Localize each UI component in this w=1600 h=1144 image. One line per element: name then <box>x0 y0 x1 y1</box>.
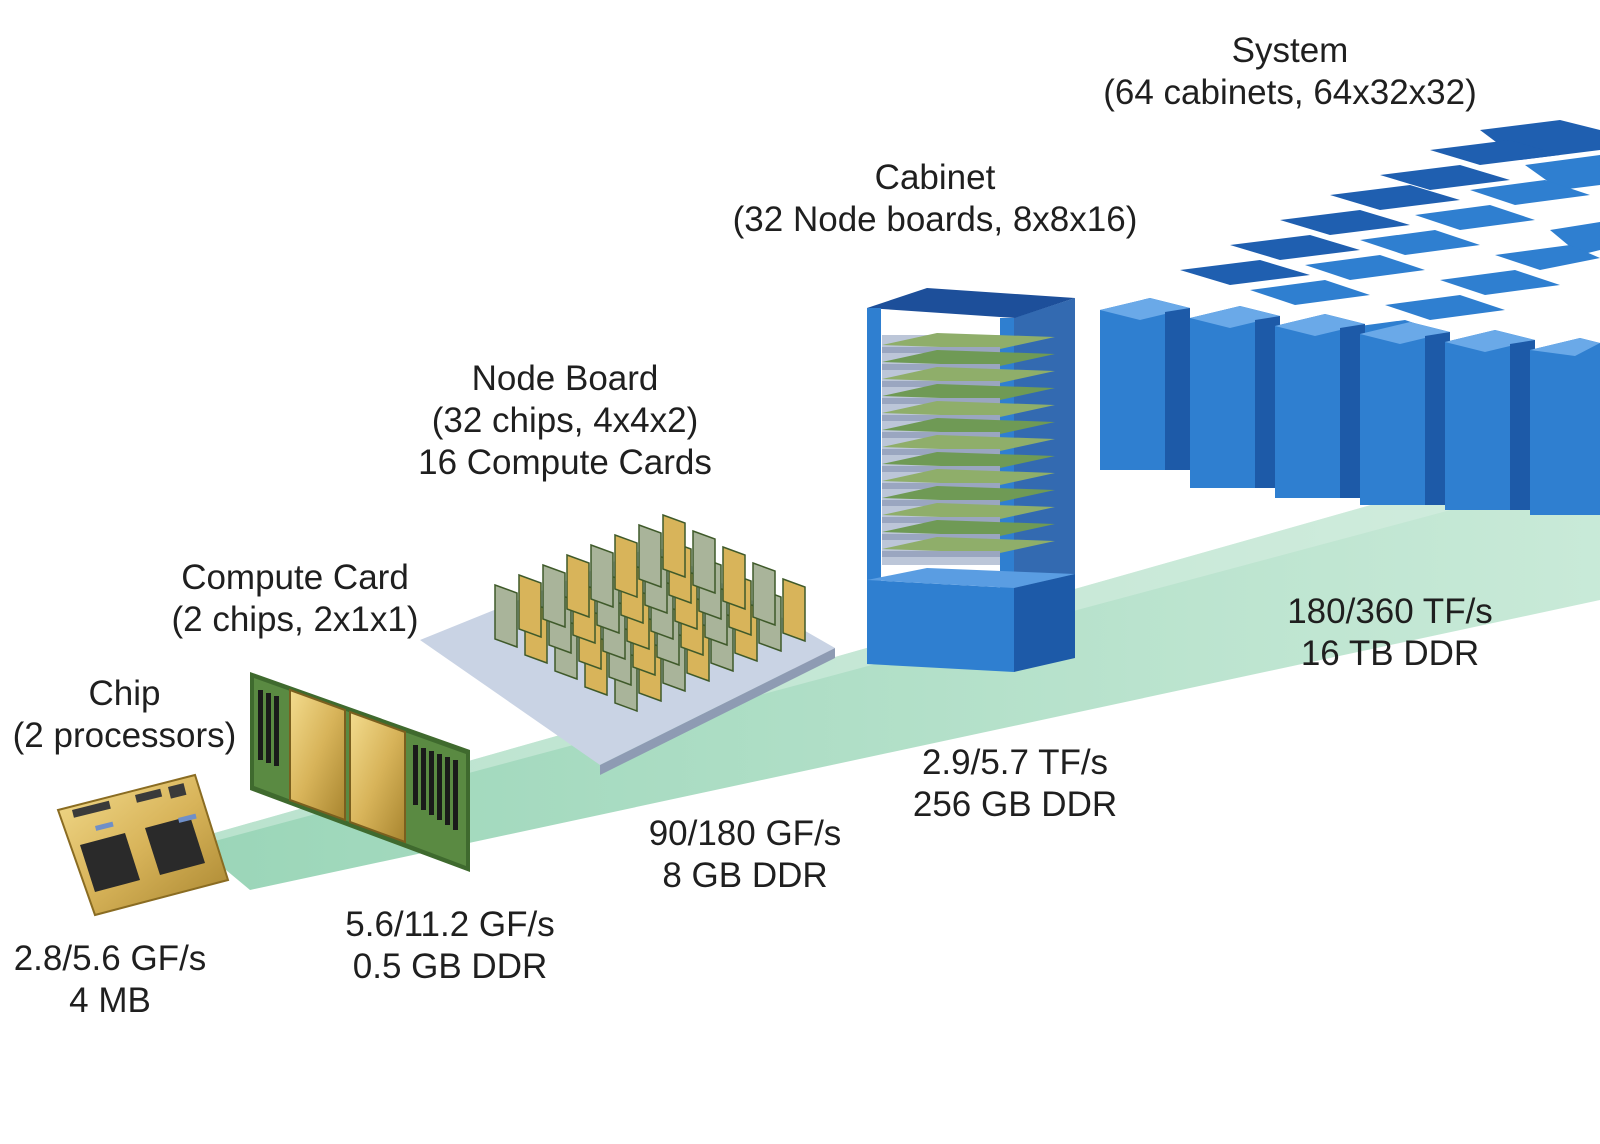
system-icon <box>1100 120 1600 515</box>
cabinet-shelf-edge <box>882 347 1000 353</box>
node-board-card <box>494 583 518 649</box>
cabinet-shelf-edge <box>882 364 1000 370</box>
cabinet-shelf-edge <box>882 500 1000 506</box>
cabinet-shelf <box>882 469 1055 485</box>
cabinet-stats: 2.9/5.7 TF/s 256 GB DDR <box>912 743 1118 824</box>
cabinet-shelf <box>882 520 1055 536</box>
cabinet-shelf-edge <box>882 551 1000 557</box>
cabinet-shelf-edge <box>882 415 1000 421</box>
node-board-card <box>692 529 716 595</box>
chip-stats: 2.8/5.6 GF/s 4 MB <box>13 939 207 1020</box>
node-board-stats: 90/180 GF/s 8 GB DDR <box>648 814 842 895</box>
node-board-card <box>614 533 638 599</box>
chip-title: Chip (2 processors) <box>12 674 237 755</box>
node-board-card <box>782 577 806 643</box>
cabinet-shelf-edge <box>882 517 1000 523</box>
cabinet-shelf-edge <box>882 398 1000 404</box>
node-board-card <box>590 543 614 609</box>
cabinet-shelf <box>882 435 1055 451</box>
cabinet-title: Cabinet (32 Node boards, 8x8x16) <box>732 158 1138 239</box>
system-stats: 180/360 TF/s 16 TB DDR <box>1287 592 1493 673</box>
node-board-card <box>752 561 776 627</box>
cabinet-shelf <box>882 537 1055 553</box>
cabinet-shelf-edge <box>882 432 1000 438</box>
system-title: System (64 cabinets, 64x32x32) <box>1103 31 1477 112</box>
node-board-card <box>662 513 686 579</box>
cabinet-shelf-edge <box>882 534 1000 540</box>
node-board-card <box>518 573 542 639</box>
node-board-title: Node Board (32 chips, 4x4x2) 16 Compute … <box>418 359 712 482</box>
chip-icon <box>56 773 230 917</box>
cabinet-shelf <box>882 384 1055 400</box>
compute-card-stats: 5.6/11.2 GF/s 0.5 GB DDR <box>345 905 555 986</box>
compute-card-title: Compute Card (2 chips, 2x1x1) <box>171 558 419 639</box>
node-board-card <box>566 553 590 619</box>
cabinet-shelf <box>882 367 1055 383</box>
node-board-card <box>542 563 566 629</box>
cabinet-icon <box>867 288 1075 672</box>
cabinet-shelf <box>882 452 1055 468</box>
cabinet-shelf-edge <box>882 483 1000 489</box>
cabinet-shelf <box>882 418 1055 434</box>
compute-card-icon <box>250 672 470 872</box>
node-board-card <box>722 545 746 611</box>
cabinet-shelf <box>882 401 1055 417</box>
cabinet-shelf <box>882 503 1055 519</box>
cabinet-shelf <box>882 350 1055 366</box>
cabinet-shelf-edge <box>882 466 1000 472</box>
cabinet-shelf <box>882 486 1055 502</box>
cabinet-shelf-edge <box>882 381 1000 387</box>
node-board-card <box>638 523 662 589</box>
cabinet-shelf <box>882 333 1055 349</box>
node-board-icon <box>420 513 835 775</box>
cabinet-shelf-edge <box>882 449 1000 455</box>
